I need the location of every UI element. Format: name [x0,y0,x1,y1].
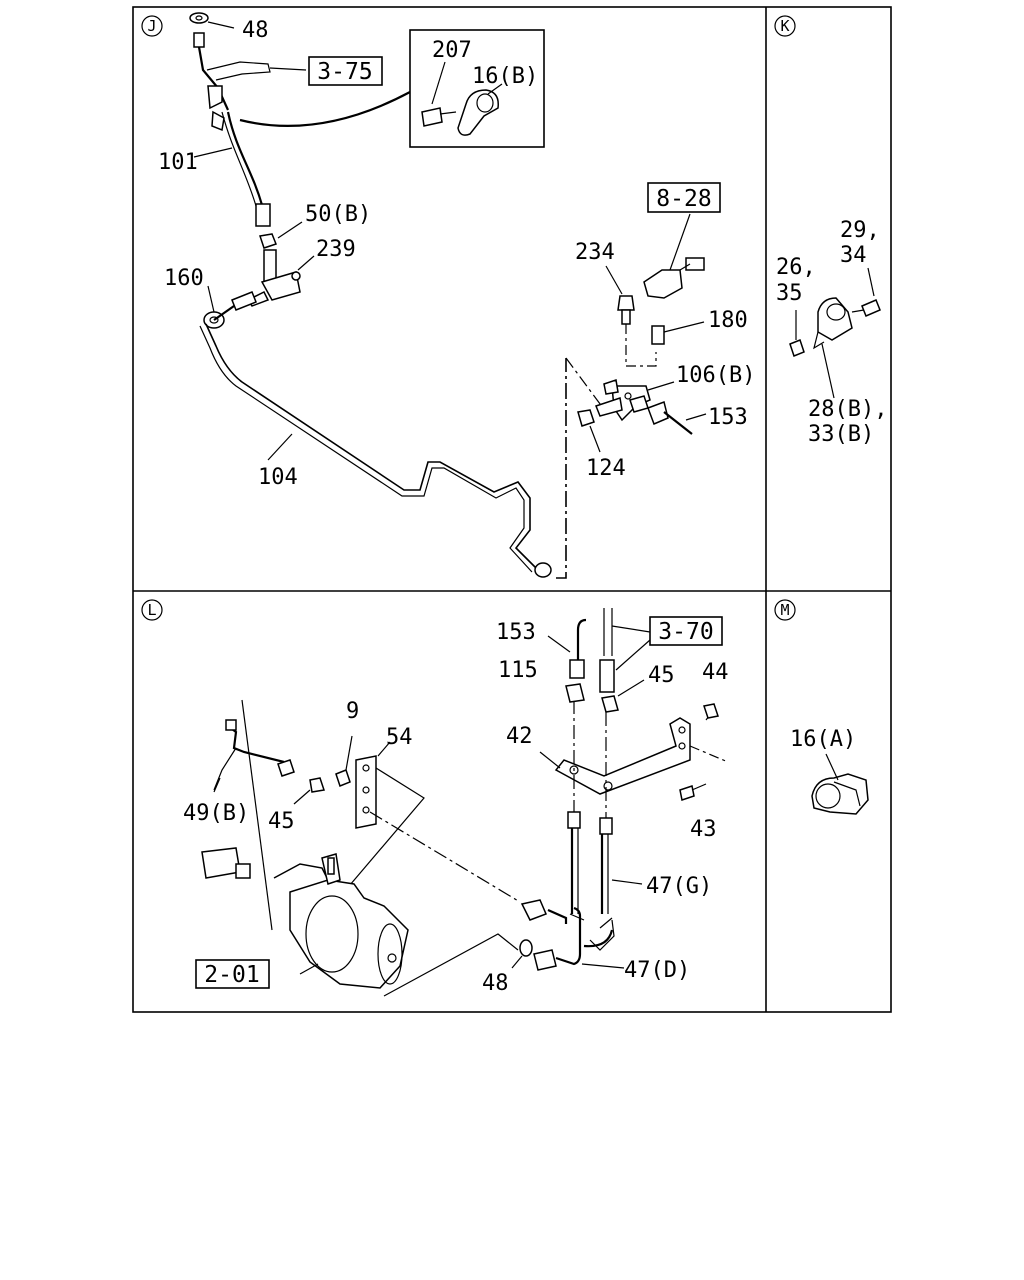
label-101: 101 [158,150,198,175]
label-45-upper: 45 [648,663,675,688]
label-49b: 49(B) [183,801,249,826]
label-115: 115 [498,658,538,683]
svg-text:2-01: 2-01 [204,962,259,988]
panel-l-drawing [201,608,729,997]
panel-letter-j: J [141,15,163,37]
panel-letter-m: M [774,599,796,621]
label-28b-33b-line1: 28(B), [808,397,887,422]
label-207: 207 [432,38,472,63]
label-48-bottom: 48 [482,971,509,996]
label-104: 104 [258,465,298,490]
label-44: 44 [702,660,729,685]
label-54: 54 [386,725,413,750]
svg-text:8-28: 8-28 [656,186,711,212]
panel-m-drawing [811,753,869,815]
label-42: 42 [506,724,533,749]
label-153-top: 153 [708,405,748,430]
ref-box-2-01[interactable]: 2-01 [195,959,270,989]
label-47d: 47(D) [624,958,690,983]
svg-text:L: L [147,601,156,619]
label-29-34-line1: 29, [840,218,880,243]
panel-letter-k: K [774,15,796,37]
label-9: 9 [346,699,359,724]
label-43: 43 [690,817,717,842]
label-239: 239 [316,237,356,262]
svg-text:3-75: 3-75 [317,59,372,85]
label-26-35-line2: 35 [776,281,803,306]
panel-frames [132,6,892,1013]
label-47g: 47(G) [646,874,712,899]
label-234: 234 [575,240,615,265]
label-124: 124 [586,456,626,481]
ref-box-3-70[interactable]: 3-70 [649,616,723,646]
label-16a: 16(A) [790,727,856,752]
panel-j-drawing [189,12,707,579]
label-16b: 16(B) [472,64,538,89]
svg-text:J: J [147,17,156,35]
label-45-lower: 45 [268,809,295,834]
svg-text:M: M [780,601,789,619]
panel-k-drawing [789,267,881,399]
svg-text:K: K [780,17,789,35]
label-28b-33b-line2: 33(B) [808,422,874,447]
label-29-34-line2: 34 [840,243,867,268]
ref-box-8-28[interactable]: 8-28 [647,182,721,213]
label-50b: 50(B) [305,202,371,227]
label-160: 160 [164,266,204,291]
ref-box-3-75[interactable]: 3-75 [308,56,383,86]
svg-text:3-70: 3-70 [658,619,713,645]
label-153-bottom: 153 [496,620,536,645]
label-106b: 106(B) [676,363,755,388]
label-26-35-line1: 26, [776,255,816,280]
label-180: 180 [708,308,748,333]
label-48-top: 48 [242,18,269,43]
panel-letter-l: L [141,599,163,621]
callout-labels: 48 207 16(B) 101 50(B) 239 160 234 180 1… [158,18,887,996]
